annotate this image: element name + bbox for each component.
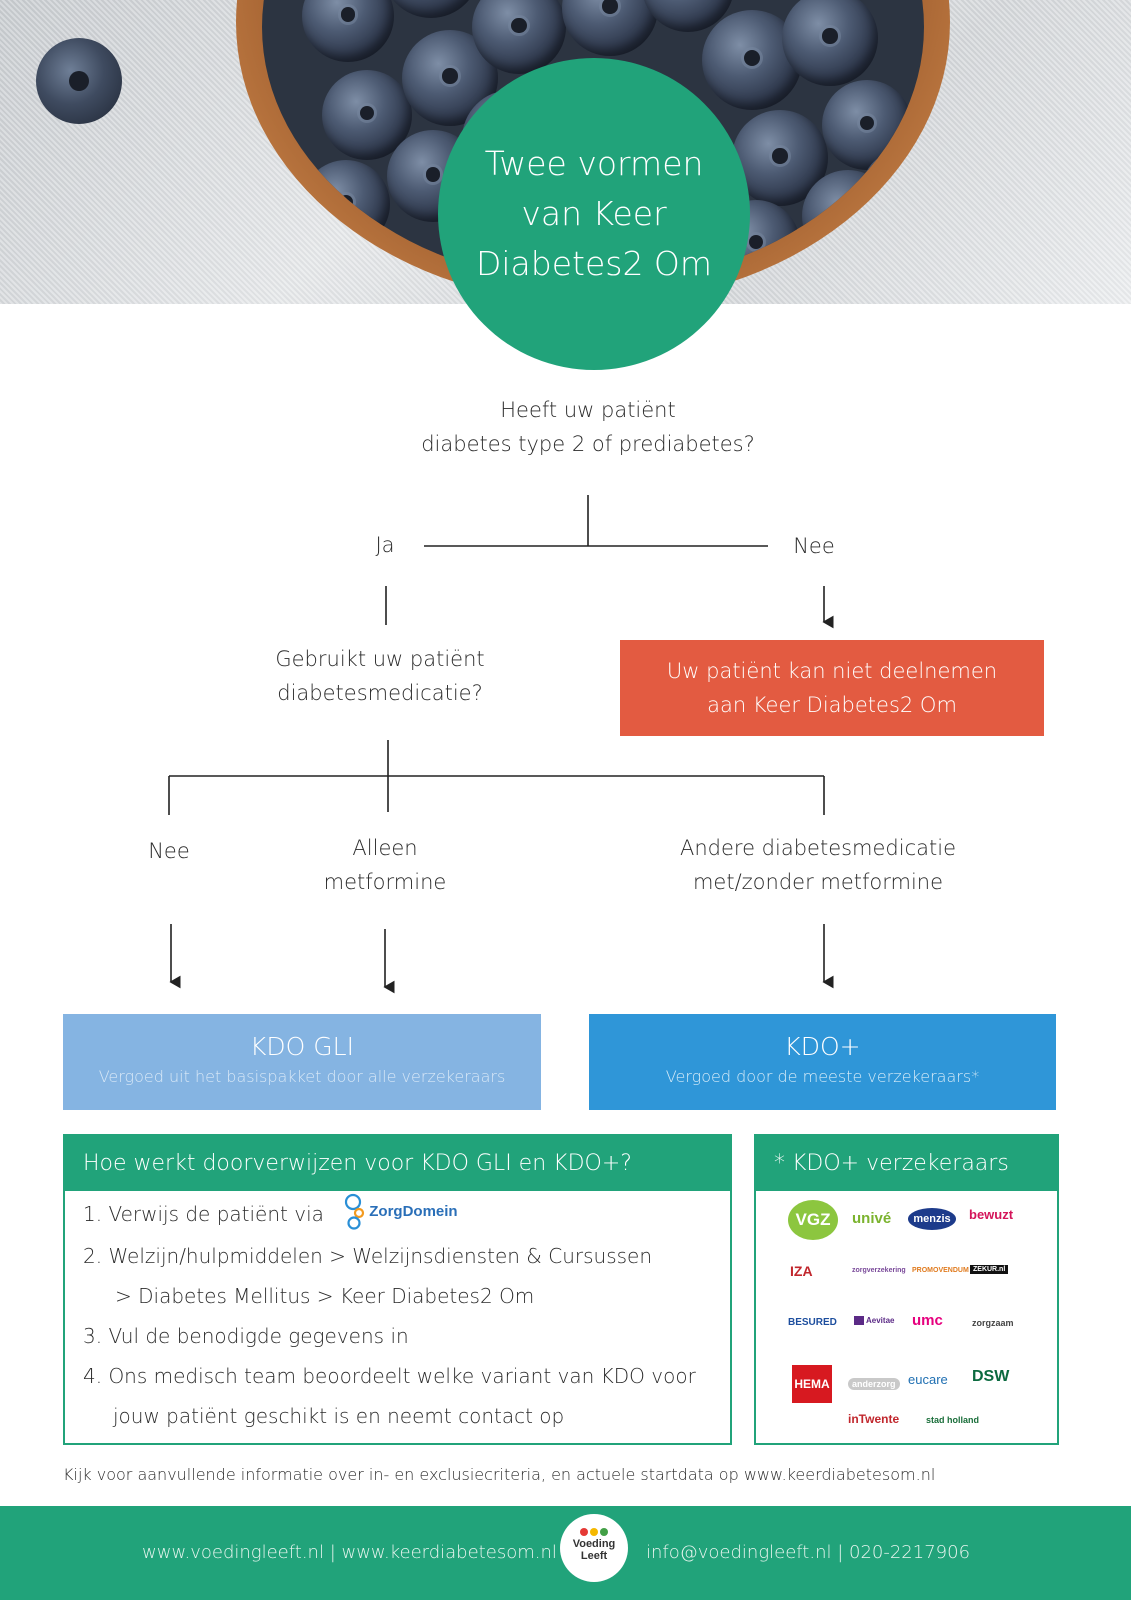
logo-eucare: eucare bbox=[908, 1372, 948, 1387]
logo-word-leeft: Leeft bbox=[580, 1550, 608, 1562]
referral-panel: Hoe werkt doorverwijzen voor KDO GLI en … bbox=[63, 1134, 732, 1445]
kdo-plus-title: KDO+ bbox=[784, 1032, 861, 1061]
option-other-line1: Andere diabetesmedicatie bbox=[679, 836, 956, 860]
logo-iza: IZA bbox=[790, 1263, 813, 1279]
not-eligible-box: Uw patiënt kan niet deelnemen aan Keer D… bbox=[620, 640, 1044, 736]
insurers-heading: * KDO+ verzekeraars bbox=[756, 1136, 1057, 1191]
referral-heading: Hoe werkt doorverwijzen voor KDO GLI en … bbox=[65, 1136, 730, 1191]
referral-step-2: 2. Welzijn/hulpmiddelen > Welzijnsdienst… bbox=[83, 1243, 653, 1268]
kdo-gli-box: KDO GLI Vergoed uit het basispakket door… bbox=[63, 1014, 541, 1110]
question-diabetes: Heeft uw patiënt diabetes type 2 of pred… bbox=[388, 393, 788, 461]
zorgdomein-logo[interactable]: ZorgDomein bbox=[344, 1192, 458, 1232]
loose-blueberry bbox=[36, 38, 122, 124]
kdo-plus-box: KDO+ Vergoed door de meeste verzekeraars… bbox=[589, 1014, 1056, 1110]
kdo-plus-subtitle: Vergoed door de meeste verzekeraars* bbox=[665, 1067, 980, 1086]
logo-unive: univé bbox=[852, 1210, 892, 1227]
logo-dsw: DSW bbox=[972, 1368, 1010, 1385]
traffic-light-icon bbox=[560, 1528, 628, 1536]
question-diabetes-line1: Heeft uw patiënt bbox=[500, 398, 676, 422]
referral-step-4-cont: jouw patiënt geschikt is en neemt contac… bbox=[113, 1403, 565, 1428]
voeding-leeft-logo: Voeding Leeft bbox=[560, 1514, 628, 1582]
logo-zorgzaam: zorgzaam bbox=[972, 1318, 1014, 1328]
option-other-line2: met/zonder metformine bbox=[692, 870, 944, 894]
not-eligible-line1: Uw patiënt kan niet deelnemen bbox=[666, 659, 998, 683]
option-no-medication: Nee bbox=[148, 839, 190, 863]
footer-websites[interactable]: www.voedingleeft.nl | www.keerdiabetesom… bbox=[142, 1542, 557, 1563]
logo-intwente: inTwente bbox=[848, 1412, 900, 1426]
question-diabetes-line2: diabetes type 2 of prediabetes? bbox=[421, 432, 755, 456]
logo-menzis: menzis bbox=[908, 1208, 956, 1230]
question-medication-line1: Gebruikt uw patiënt bbox=[275, 647, 485, 671]
referral-step-2-cont: > Diabetes Mellitus > Keer Diabetes2 Om bbox=[115, 1283, 535, 1308]
referral-step-1-text: 1. Verwijs de patiënt via bbox=[83, 1202, 324, 1226]
option-metformin-line2: metformine bbox=[323, 870, 447, 894]
logo-umc: umc bbox=[912, 1312, 943, 1329]
kdo-gli-subtitle: Vergoed uit het basispakket door alle ve… bbox=[98, 1067, 506, 1086]
logo-stad-holland: stad holland bbox=[926, 1415, 980, 1425]
page-title: Twee vormen van Keer Diabetes2 Om bbox=[475, 144, 713, 283]
zorgdomein-wordmark: ZorgDomein bbox=[369, 1202, 458, 1220]
logo-zekur: ZEKUR.nl bbox=[970, 1265, 1009, 1274]
blueberries bbox=[262, 0, 924, 284]
kdo-gli-title: KDO GLI bbox=[250, 1032, 354, 1061]
insurers-panel: * KDO+ verzekeraars VGZ univé menzis bew… bbox=[754, 1134, 1059, 1445]
answer-no: Nee bbox=[793, 534, 835, 558]
logo-bewuzt: bewuzt bbox=[969, 1207, 1014, 1222]
option-other-medication: Andere diabetesmedicatie met/zonder metf… bbox=[648, 831, 988, 899]
logo-hema: HEMA bbox=[792, 1365, 832, 1403]
flowchart-lines bbox=[168, 495, 834, 994]
option-metformin-line1: Alleen bbox=[352, 836, 418, 860]
answer-yes: Ja bbox=[375, 533, 395, 557]
referral-step-4: 4. Ons medisch team beoordeelt welke var… bbox=[83, 1363, 696, 1388]
logo-besured: BESURED bbox=[788, 1317, 837, 1328]
title-circle: Twee vormen van Keer Diabetes2 Om bbox=[438, 58, 750, 370]
logo-izz: zorgverzekering bbox=[852, 1267, 906, 1274]
referral-steps: 1. Verwijs de patiënt via ZorgDomein 2. … bbox=[83, 1192, 696, 1436]
logo-promovendum: PROMOVENDUM bbox=[912, 1267, 969, 1274]
referral-step-1: 1. Verwijs de patiënt via ZorgDomein bbox=[83, 1192, 696, 1236]
logo-aevitae: Aevitae bbox=[854, 1316, 894, 1325]
footer-contact[interactable]: info@voedingleeft.nl | 020-2217906 bbox=[646, 1542, 971, 1563]
option-metformin-only: Alleen metformine bbox=[295, 831, 475, 899]
referral-step-3: 3. Vul de benodigde gegevens in bbox=[83, 1323, 409, 1348]
question-medication: Gebruikt uw patiënt diabetesmedicatie? bbox=[230, 642, 530, 710]
footnote: Kijk voor aanvullende informatie over in… bbox=[63, 1465, 936, 1484]
logo-vgz: VGZ bbox=[788, 1200, 838, 1240]
zorgdomein-icon bbox=[345, 1193, 365, 1230]
logo-word-voeding: Voeding bbox=[572, 1538, 616, 1550]
not-eligible-line2: aan Keer Diabetes2 Om bbox=[707, 693, 957, 717]
logo-anderzorg: anderzorg bbox=[848, 1378, 900, 1390]
question-medication-line2: diabetesmedicatie? bbox=[277, 681, 483, 705]
